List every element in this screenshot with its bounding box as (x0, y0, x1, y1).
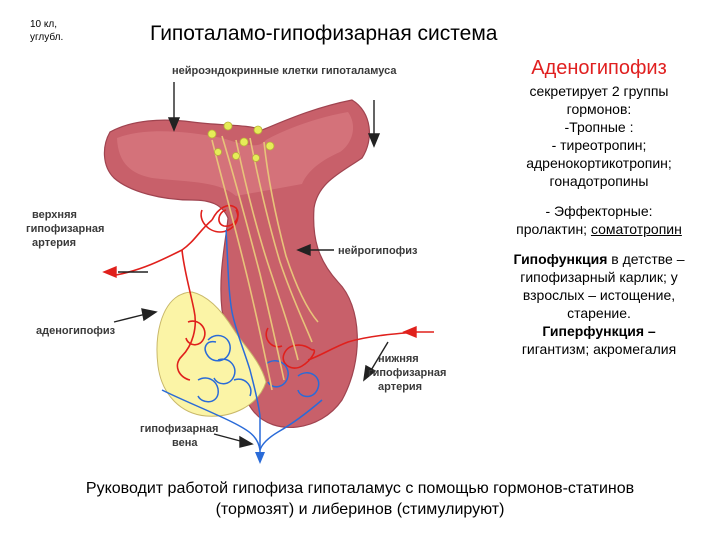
label-inferior-artery-2: гипофизарная (368, 367, 446, 379)
hyperfunction-term: Гиперфункция – (542, 323, 656, 339)
effector-underlined: соматотропин (590, 221, 682, 237)
hypofunction-line: Гипофункция в детстве – (484, 250, 714, 268)
hypofunction-term: Гипофункция (513, 251, 608, 267)
hyperfunction-text: гигантизм; акромегалия (521, 341, 677, 357)
label-vein-1: гипофизарная (140, 423, 218, 435)
info-line: гипофизарный карлик; у (520, 269, 678, 285)
footer-line-2: (тормозят) и либеринов (стимулируют) (215, 501, 505, 518)
label-superior-artery-2: гипофизарная (26, 223, 104, 235)
info-line: гормонов: (566, 101, 632, 117)
label-inferior-artery-1: нижняя (378, 353, 419, 365)
hypofunction-text: в детстве – (607, 251, 685, 267)
adenohypophysis-info: Аденогипофиз секретирует 2 группы гормон… (484, 56, 714, 358)
label-inferior-artery-3: артерия (378, 381, 422, 393)
info-line: гонадотропины (549, 173, 649, 189)
label-neurohypophysis: нейрогипофиз (338, 245, 418, 257)
info-line: старение. (567, 305, 631, 321)
effector-heading: - Эффекторные: (545, 203, 653, 219)
adenohypophysis-tissue (156, 291, 267, 417)
page-title: Гипоталамо-гипофизарная система (150, 22, 498, 45)
effector-plain: пролактин; (516, 221, 588, 237)
hypothalamic-pituitary-diagram: нейроэндокринные клетки гипоталамуса вер… (26, 65, 446, 464)
info-line: - тиреотропин; (551, 137, 647, 153)
label-adenohypophysis: аденогипофиз (36, 325, 116, 337)
adenohypophysis-heading: Аденогипофиз (531, 57, 667, 79)
label-superior-artery-3: артерия (32, 237, 76, 249)
label-superior-artery-1: верхняя (32, 209, 77, 221)
footer-line-1: Руководит работой гипофиза гипоталамус с… (85, 480, 635, 497)
info-line: взрослых – истощение, (522, 287, 676, 303)
label-vein-2: вена (172, 437, 198, 449)
grade-note: 10 кл, углубл. (30, 19, 64, 43)
label-neuroendocrine-cells: нейроэндокринные клетки гипоталамуса (172, 65, 397, 77)
info-line: адренокортикотропин; (526, 155, 672, 171)
info-line: -Тропные : (564, 119, 634, 135)
info-line: секретирует 2 группы (529, 83, 669, 99)
effector-hormones: пролактин; соматотропин (484, 220, 714, 238)
footer-caption: Руководит работой гипофиза гипоталамус с… (10, 478, 710, 520)
